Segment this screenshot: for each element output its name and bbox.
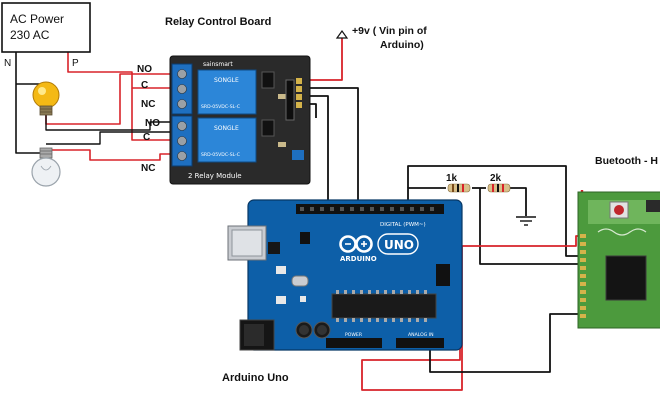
wire-vin-red: [308, 34, 343, 81]
arduino-logo-icon: [339, 235, 373, 253]
relay-term-no1: NO: [137, 64, 152, 75]
relay-board: Relay Control Board sainsmart SONGLE SON…: [137, 16, 311, 185]
bulb-off-icon: [31, 147, 61, 187]
ac-terminal-p: P: [72, 58, 79, 69]
wire-p-to-c2: [131, 88, 176, 141]
wire-relay-in2: [308, 95, 329, 212]
bulb-on-icon: [32, 81, 60, 116]
relay-1-model: SRD-05VDC-SL-C: [201, 104, 240, 110]
ac-terminal-n: N: [4, 58, 11, 69]
wire-relay-in1: [308, 87, 359, 212]
bluetooth-label: Buetooth - H: [595, 155, 658, 167]
arduino-label: Arduino Uno: [222, 372, 289, 384]
vin-note-line1: +9v ( Vin pin of: [352, 25, 427, 37]
relay-term-nc1: NC: [141, 99, 155, 110]
arduino-pcb: [247, 199, 463, 351]
resistor-1k: 1k: [446, 173, 471, 193]
relay-term-nc2: NC: [141, 163, 155, 174]
resistor-2k-label: 2k: [490, 173, 502, 184]
wires: [15, 34, 592, 391]
wire-bulb2-no2: [46, 149, 176, 161]
relay-1-mark: SONGLE: [214, 77, 239, 84]
relay-term-no2: NO: [145, 118, 160, 129]
vin-note-line2: Arduino): [380, 39, 424, 51]
relay-2-mark: SONGLE: [214, 125, 239, 132]
ac-power-line2: 230 AC: [10, 28, 50, 42]
relay-2: [197, 117, 257, 163]
arduino-model: UNO: [384, 238, 414, 252]
arduino-digital-text: DIGITAL (PWM~): [380, 222, 426, 228]
arduino-uno: DIGITAL (PWM~) ARDUINO UNO: [222, 199, 463, 384]
relay-module-text: 2 Relay Module: [188, 172, 242, 180]
relay-brand: sainsmart: [203, 61, 233, 68]
ac-power-block: AC Power 230 AC N P: [1, 2, 91, 69]
ground-icon: [516, 216, 536, 226]
relay-1: [197, 69, 257, 115]
wire-5v-red: [361, 246, 463, 391]
wire-bulb1-no1: [45, 73, 176, 125]
arduino-power-text: POWER: [345, 332, 363, 338]
bluetooth-chip: [605, 255, 647, 301]
wire-n-black: [15, 52, 44, 154]
resistor-1k-label: 1k: [446, 173, 458, 184]
atmega-chip: [331, 293, 437, 319]
wire-2k-gnd: [510, 187, 527, 216]
wire-bt-gnd: [429, 313, 584, 373]
relay-2-model: SRD-05VDC-SL-C: [201, 152, 240, 158]
wire-bt-vcc-red: [462, 235, 592, 247]
bluetooth-module: Buetooth - H: [577, 155, 660, 329]
wire-bulb1-black: [45, 112, 176, 131]
wire-rx-bt: [407, 165, 584, 257]
ac-power-line1: AC Power: [10, 12, 64, 26]
wire-bulb2-black: [46, 131, 176, 145]
resistor-2k: 2k: [487, 173, 511, 193]
arduino-analog-text: ANALOG IN: [408, 332, 434, 338]
ac-power-box: [1, 2, 91, 53]
vin-arrow-icon: [335, 29, 349, 39]
wire-relay-gnd: [308, 103, 317, 118]
vin-note: +9v ( Vin pin of Arduino): [335, 25, 427, 51]
wire-div-bt: [479, 188, 582, 265]
arduino-brand: ARDUINO: [340, 255, 377, 263]
relay-board-title: Relay Control Board: [165, 16, 271, 28]
relay-term-c1: C: [141, 80, 148, 91]
relay-term-c2: C: [143, 132, 150, 143]
wire-p-red: [67, 52, 176, 89]
